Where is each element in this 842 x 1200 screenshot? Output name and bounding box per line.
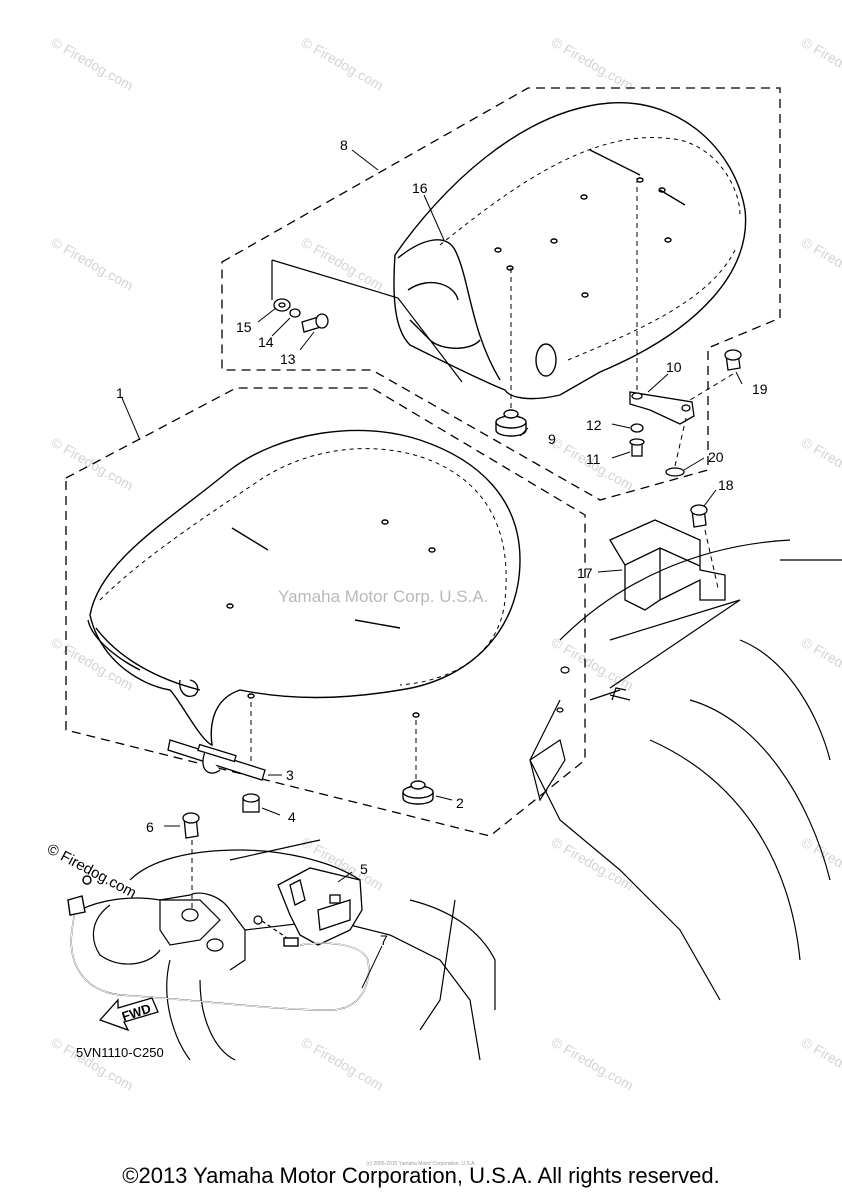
rear-seat [393, 102, 747, 400]
washer-14 [289, 308, 301, 318]
bolt-19 [724, 349, 742, 371]
watermark: © Firedog.com [549, 634, 637, 694]
watermark: © Firedog.com [49, 434, 137, 494]
watermark: © Firedog.com [549, 34, 637, 94]
bolt-11 [629, 438, 645, 457]
callout-4: 4 [288, 809, 296, 825]
fwd-arrow: FWD [98, 997, 159, 1032]
callout-3: 3 [286, 767, 294, 783]
bolt-4 [242, 793, 260, 813]
bracket-3 [167, 739, 266, 781]
watermark: © Firedog.com [799, 434, 842, 494]
washer-12 [630, 423, 644, 433]
center-watermark: Yamaha Motor Corp. U.S.A. [278, 587, 488, 606]
callout-1: 1 [116, 385, 124, 401]
watermark: © Firedog.com [549, 834, 637, 894]
callout-13: 13 [280, 351, 296, 367]
front-seat [87, 429, 521, 747]
watermark: © Firedog.com [549, 1034, 637, 1094]
callout-11: 11 [586, 451, 601, 467]
watermark: © Firedog.com [299, 34, 387, 94]
watermark: © Firedog.com [49, 34, 137, 94]
callouts: 1 2 3 4 5 6 7 8 9 10 11 12 13 14 15 16 1… [116, 137, 768, 948]
callout-5: 5 [360, 861, 368, 877]
washer-20 [665, 467, 685, 477]
bolt-6 [182, 812, 200, 839]
copyright-notice: ©2013 Yamaha Motor Corporation, U.S.A. A… [122, 1163, 720, 1188]
parts-diagram: © Firedog.com © Firedog.com © Firedog.co… [44, 34, 842, 1094]
callout-18: 18 [718, 477, 734, 493]
callout-10: 10 [666, 359, 682, 375]
watermark: © Firedog.com [49, 1034, 137, 1094]
callout-19: 19 [752, 381, 768, 397]
bolt-13 [301, 313, 329, 333]
bolt-18 [690, 504, 708, 528]
callout-12: 12 [586, 417, 602, 433]
damper-9 [495, 409, 527, 437]
seat-lock-frame [79, 839, 496, 1061]
callout-6: 6 [146, 819, 154, 835]
fwd-label: FWD [120, 1001, 153, 1024]
callout-7: 7 [380, 932, 388, 948]
callout-9: 9 [548, 431, 556, 447]
frame-fender [529, 539, 842, 1001]
diagram-code: 5VN1110-C250 [76, 1045, 164, 1060]
bracket-10 [629, 391, 695, 425]
seat-lock-cable-7 [67, 875, 370, 1011]
watermark: © Firedog.com [799, 634, 842, 694]
callout-17: 17 [577, 565, 593, 581]
washer-15 [273, 298, 291, 312]
damper-2 [402, 780, 434, 805]
watermark: © Firedog.com [799, 834, 842, 894]
watermark: © Firedog.com [299, 1034, 387, 1094]
callout-15: 15 [236, 319, 252, 335]
watermark: © Firedog.com [49, 234, 137, 294]
callout-8: 8 [340, 137, 348, 153]
callout-16: 16 [412, 180, 428, 196]
firedog-label: © Firedog.com [44, 841, 139, 902]
bracket-17 [609, 519, 726, 611]
leader-lines [121, 149, 743, 989]
watermark: © Firedog.com [799, 234, 842, 294]
rear-seat-side-panel [271, 259, 463, 383]
watermark: © Firedog.com [799, 1034, 842, 1094]
watermark: © Firedog.com [799, 34, 842, 94]
front-seat-assembly-outline [65, 387, 586, 837]
callout-20: 20 [708, 449, 724, 465]
seat-lock-5 [277, 867, 363, 946]
callout-2: 2 [456, 795, 464, 811]
small-copyright: (c) 2005-2015 Yamaha Motor Corporation, … [366, 1161, 476, 1167]
watermark: © Firedog.com [299, 234, 387, 294]
lock-pin [253, 915, 291, 941]
callout-14: 14 [258, 334, 274, 350]
